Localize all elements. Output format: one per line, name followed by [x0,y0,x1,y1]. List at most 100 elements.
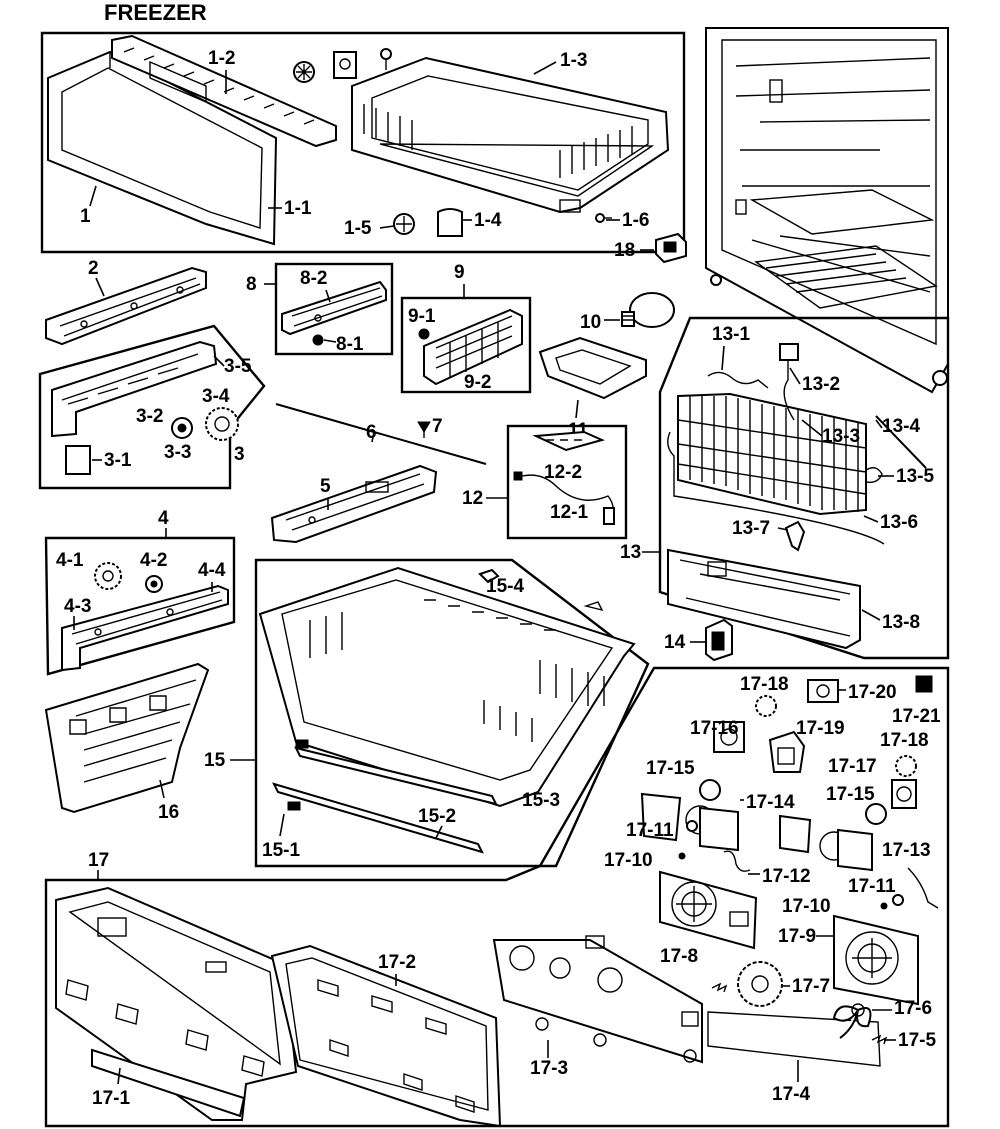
part-3-3-gear-icon [171,417,193,439]
part-15-2-slide-rail [272,746,498,854]
label-2: 2 [88,258,99,279]
label-8-2: 8-2 [300,268,327,289]
part-17-18-fan-icon [755,695,917,777]
part-17-7-fan-blade [737,961,783,1007]
label-17-4: 17-4 [772,1084,810,1105]
part-5-duct-cover [270,464,438,544]
part-1-4-clip-icon [333,51,357,79]
part-13-evaporator [677,392,867,516]
part-8-2-bracket [281,280,387,336]
part-17-4-duct-plate [707,1011,881,1067]
part-9-2-grille [423,308,523,386]
label-12: 12 [462,488,483,509]
part-1-2-drawer-rail [111,34,337,148]
part-17-6-fan-propeller [832,1003,872,1039]
label-9-1: 9-1 [408,306,436,327]
label-16: 16 [158,802,179,823]
label-17-9: 17-9 [778,926,816,947]
label-1-2: 1-2 [208,48,235,69]
label-15-4: 15-4 [486,576,524,597]
label-9-2: 9-2 [464,372,491,393]
group-15-basket: 15-4 15-3 15-2 15-1 [254,558,650,868]
label-17-20: 17-20 [848,682,897,703]
part-13-4-heater-rod [875,415,927,469]
part-17-16-motor [713,721,745,753]
label-13-1: 13-1 [712,324,750,345]
label-15: 15 [204,750,226,771]
part-17-2-cover-panel [270,944,502,1128]
part-1-4-holder-icon [437,208,463,237]
freezer-cabinet [705,27,949,394]
part-3-4-gear-icon [205,407,239,441]
label-17-7: 17-7 [792,976,830,997]
part-12-2-sensor-housing [532,430,605,452]
label-4-4: 4-4 [198,560,226,581]
part-13-7-bracket [784,520,806,552]
label-1-1: 1-1 [284,198,312,219]
group-4: 4-1 4-2 4-4 4-3 [44,536,236,676]
part-1-drawer-front [47,50,278,246]
label-17-15-a: 17-15 [646,758,695,779]
label-17-3: 17-3 [530,1058,568,1079]
part-9-1-screw-icon [418,328,430,340]
label-3-2: 3-2 [136,406,163,427]
part-17-14-motor-housing [640,792,873,872]
label-1-6: 1-6 [622,210,649,231]
label-3-3: 3-3 [164,442,191,463]
part-1-6-screw-icon [380,48,392,70]
label-17-18-b: 17-18 [880,730,929,751]
label-7: 7 [432,416,443,437]
diagram-title: FREEZER [104,0,207,25]
part-3-1-cap [65,445,91,475]
part-17-11-screw-icon [686,820,904,906]
label-14: 14 [664,632,686,653]
part-17-7-spring-icon [711,982,728,993]
group-9: 9-1 9-2 [400,296,532,394]
part-6-rod [275,403,487,465]
label-3-4: 3-4 [202,386,230,407]
label-4-3: 4-3 [64,596,91,617]
part-2-rail [45,266,207,346]
label-10: 10 [580,312,601,333]
label-12-2: 12-2 [544,462,582,483]
label-18: 18 [614,240,635,261]
label-13-2: 13-2 [802,374,840,395]
label-9: 9 [454,262,465,283]
label-8: 8 [246,274,257,295]
part-13-5-clip [865,467,883,484]
part-13-1-harness [707,371,769,389]
part-17-9-fan-bracket [833,914,919,1006]
group-12: 12-2 12-1 [506,424,628,540]
label-3-5: 3-5 [224,356,252,377]
label-13: 13 [620,542,641,563]
label-17-16: 17-16 [690,718,739,739]
label-12-1: 12-1 [550,502,588,523]
part-7-screw-icon [417,421,431,438]
group-8: 8-2 8-1 [274,262,394,356]
part-8-1-screw-icon [312,334,324,346]
part-16-divider [44,662,210,814]
label-13-5: 13-5 [896,466,934,487]
label-13-6: 13-6 [880,512,918,533]
label-17-19: 17-19 [796,718,845,739]
label-4: 4 [158,508,169,529]
label-13-4: 13-4 [882,416,920,437]
part-17-13-harness [907,867,939,909]
label-17-17: 17-17 [828,756,877,777]
label-13-8: 13-8 [882,612,920,633]
part-10-lamp-bulb [621,292,675,328]
part-14-connector [705,618,733,662]
label-8-1: 8-1 [336,334,364,355]
group-17-fan-assembly: 17-1 17-2 17-3 17-4 17-5 17-6 17-7 17-8 … [44,666,950,1128]
group-1-drawer: 1 1-2 1-3 1-1 1-5 1-4 1-6 [40,31,686,254]
label-15-3: 15-3 [522,790,560,811]
part-17-8-fan-bracket [659,870,758,950]
label-17-5: 17-5 [898,1030,936,1051]
part-18-switch [655,232,687,264]
label-17-14: 17-14 [746,792,795,813]
label-6: 6 [366,422,377,443]
group-3: 3-1 3-2 3-3 3-4 3-5 [38,324,266,490]
part-17-3-back-plate [492,935,703,1064]
label-17-11-b: 17-11 [848,876,896,897]
part-15-1-screw-icon [287,739,309,811]
